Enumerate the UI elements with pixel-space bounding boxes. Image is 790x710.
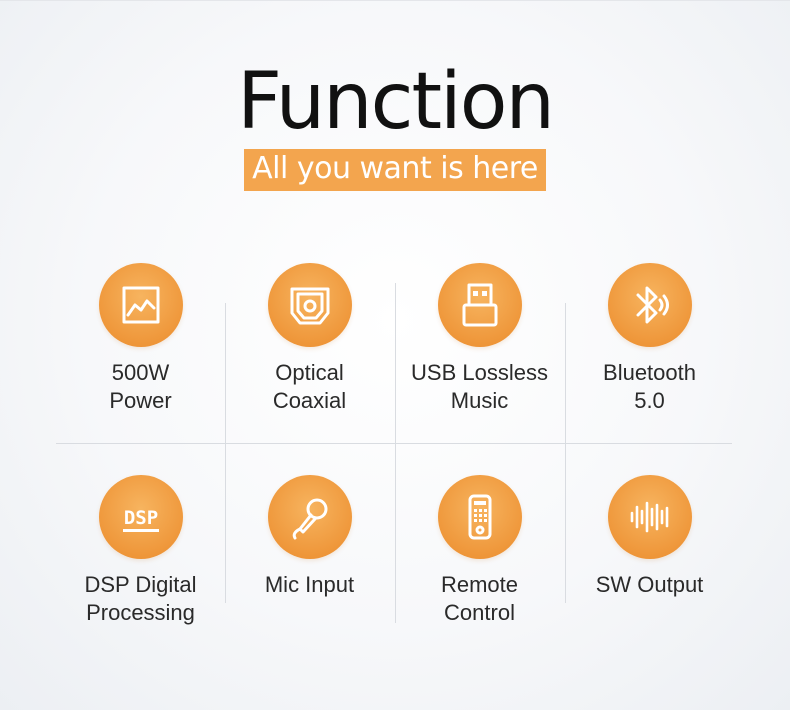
feature-item-optical: Optical Coaxial xyxy=(225,263,394,415)
page-subtitle: All you want is here xyxy=(244,149,546,191)
feature-label-line2: Coaxial xyxy=(272,388,347,413)
microphone-icon xyxy=(267,475,352,559)
feature-label-line2: Control xyxy=(444,600,515,625)
feature-label-line1: USB Lossless xyxy=(411,360,548,385)
feature-label-line1: Mic Input xyxy=(264,572,355,597)
subtitle-container: All you want is here xyxy=(0,149,790,191)
feature-label-line1: Remote xyxy=(440,572,519,597)
feature-label-line2: Power xyxy=(109,388,172,413)
feature-item-mic: Mic Input xyxy=(225,475,394,599)
feature-label-line1: SW Output xyxy=(595,572,704,597)
grid-divider xyxy=(565,303,566,603)
feature-item-usb: USB Lossless Music xyxy=(395,263,564,415)
remote-control-icon xyxy=(437,475,522,559)
feature-item-bluetooth: Bluetooth 5.0 xyxy=(565,263,734,415)
feature-label-line1: Bluetooth xyxy=(603,360,696,385)
feature-label-line2: 5.0 xyxy=(634,388,665,413)
feature-label-line2: Music xyxy=(450,388,509,413)
dsp-icon: DSP xyxy=(98,475,183,559)
feature-item-dsp: DSP DSP Digital Processing xyxy=(56,475,225,627)
feature-label-line1: DSP Digital xyxy=(84,572,197,597)
grid-divider xyxy=(395,283,396,623)
page-title: Function xyxy=(237,57,555,147)
grid-divider xyxy=(225,303,226,603)
soundwave-icon xyxy=(607,475,692,559)
bluetooth-icon xyxy=(607,263,692,347)
feature-item-remote: Remote Control xyxy=(395,475,564,627)
feature-label-line2: Processing xyxy=(86,600,195,625)
feature-grid: 500W Power Optical Coaxial xyxy=(56,263,732,643)
feature-item-sw-output: SW Output xyxy=(565,475,734,599)
usb-icon xyxy=(437,263,522,347)
grid-divider xyxy=(56,443,732,444)
feature-label-line1: Optical xyxy=(275,360,344,385)
power-graph-icon xyxy=(98,263,183,347)
dsp-icon-text: DSP xyxy=(123,507,157,529)
feature-label-line1: 500W xyxy=(111,360,170,385)
optical-port-icon xyxy=(267,263,352,347)
feature-item-power: 500W Power xyxy=(56,263,225,415)
